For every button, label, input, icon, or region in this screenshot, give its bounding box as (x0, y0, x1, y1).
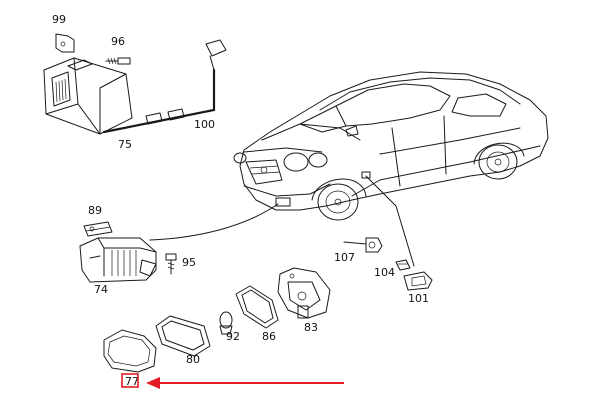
part-92-bulb (219, 311, 233, 335)
part-107-socket (343, 237, 383, 253)
label-80: 80 (186, 353, 200, 366)
part-104-bulb (395, 259, 411, 271)
label-83: 83 (304, 321, 318, 334)
cable-harness-75 (102, 39, 227, 134)
part-86-gasket (235, 285, 279, 329)
highlight-box (121, 373, 139, 388)
label-101: 101 (408, 292, 429, 305)
label-99: 99 (52, 13, 66, 26)
leader-lines (149, 175, 415, 267)
highlight-callout (121, 373, 344, 389)
label-95: 95 (182, 256, 196, 269)
label-89: 89 (88, 204, 102, 217)
highlight-arrow-head (146, 377, 160, 389)
label-107: 107 (334, 251, 355, 264)
label-96: 96 (111, 35, 125, 48)
label-77: 77 (125, 375, 139, 388)
part-89-clip (83, 221, 113, 237)
part-96-screw (105, 57, 131, 65)
label-86: 86 (262, 330, 276, 343)
part-99-bracket (55, 33, 75, 53)
control-unit (43, 57, 133, 135)
part-80-frame (155, 315, 211, 357)
label-100: 100 (194, 118, 215, 131)
label-92: 92 (226, 330, 240, 343)
part-101-indicator (403, 271, 433, 291)
part-labels: 99 96 100 75 89 95 74 107 104 101 83 86 … (52, 13, 429, 388)
part-77-lens (103, 329, 157, 373)
part-83-reflector (277, 267, 331, 319)
label-74: 74 (94, 283, 108, 296)
part-95-screw (165, 253, 177, 275)
label-104: 104 (374, 266, 395, 279)
part-74-fog-lamp (79, 237, 157, 283)
vehicle-outline (233, 71, 549, 221)
label-75: 75 (118, 138, 132, 151)
